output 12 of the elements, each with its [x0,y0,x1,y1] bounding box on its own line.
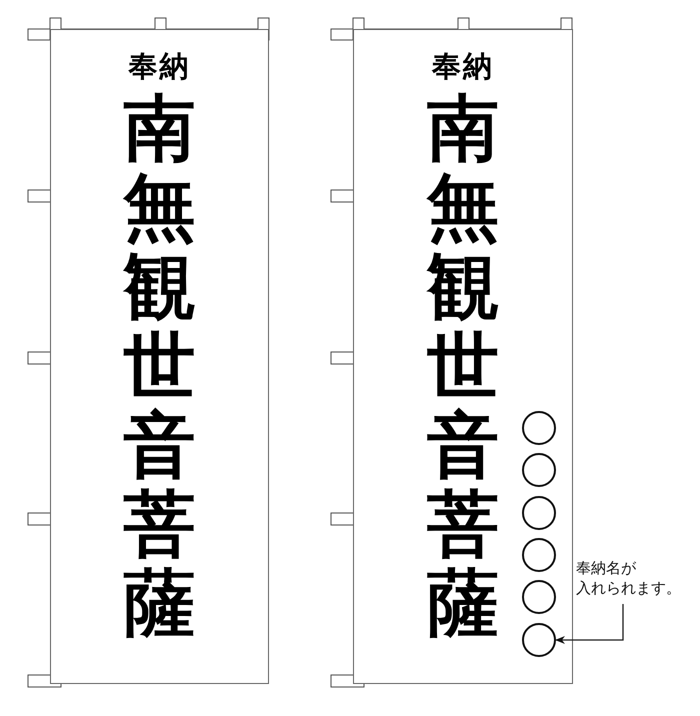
banner-inscription: 南無観世音菩薩 [124,89,196,644]
name-circle [522,623,556,657]
annotation-text: 奉納名が入れられます。 [576,558,681,598]
banner-heading: 奉納 [432,52,494,81]
banner-inscription: 南無観世音菩薩 [427,89,499,644]
banner-heading: 奉納 [128,52,190,81]
name-circle [522,538,556,572]
name-circle [522,496,556,530]
leader-arrow [555,604,624,644]
name-circle [522,453,556,487]
name-circle [522,411,556,445]
name-circle [522,580,556,614]
